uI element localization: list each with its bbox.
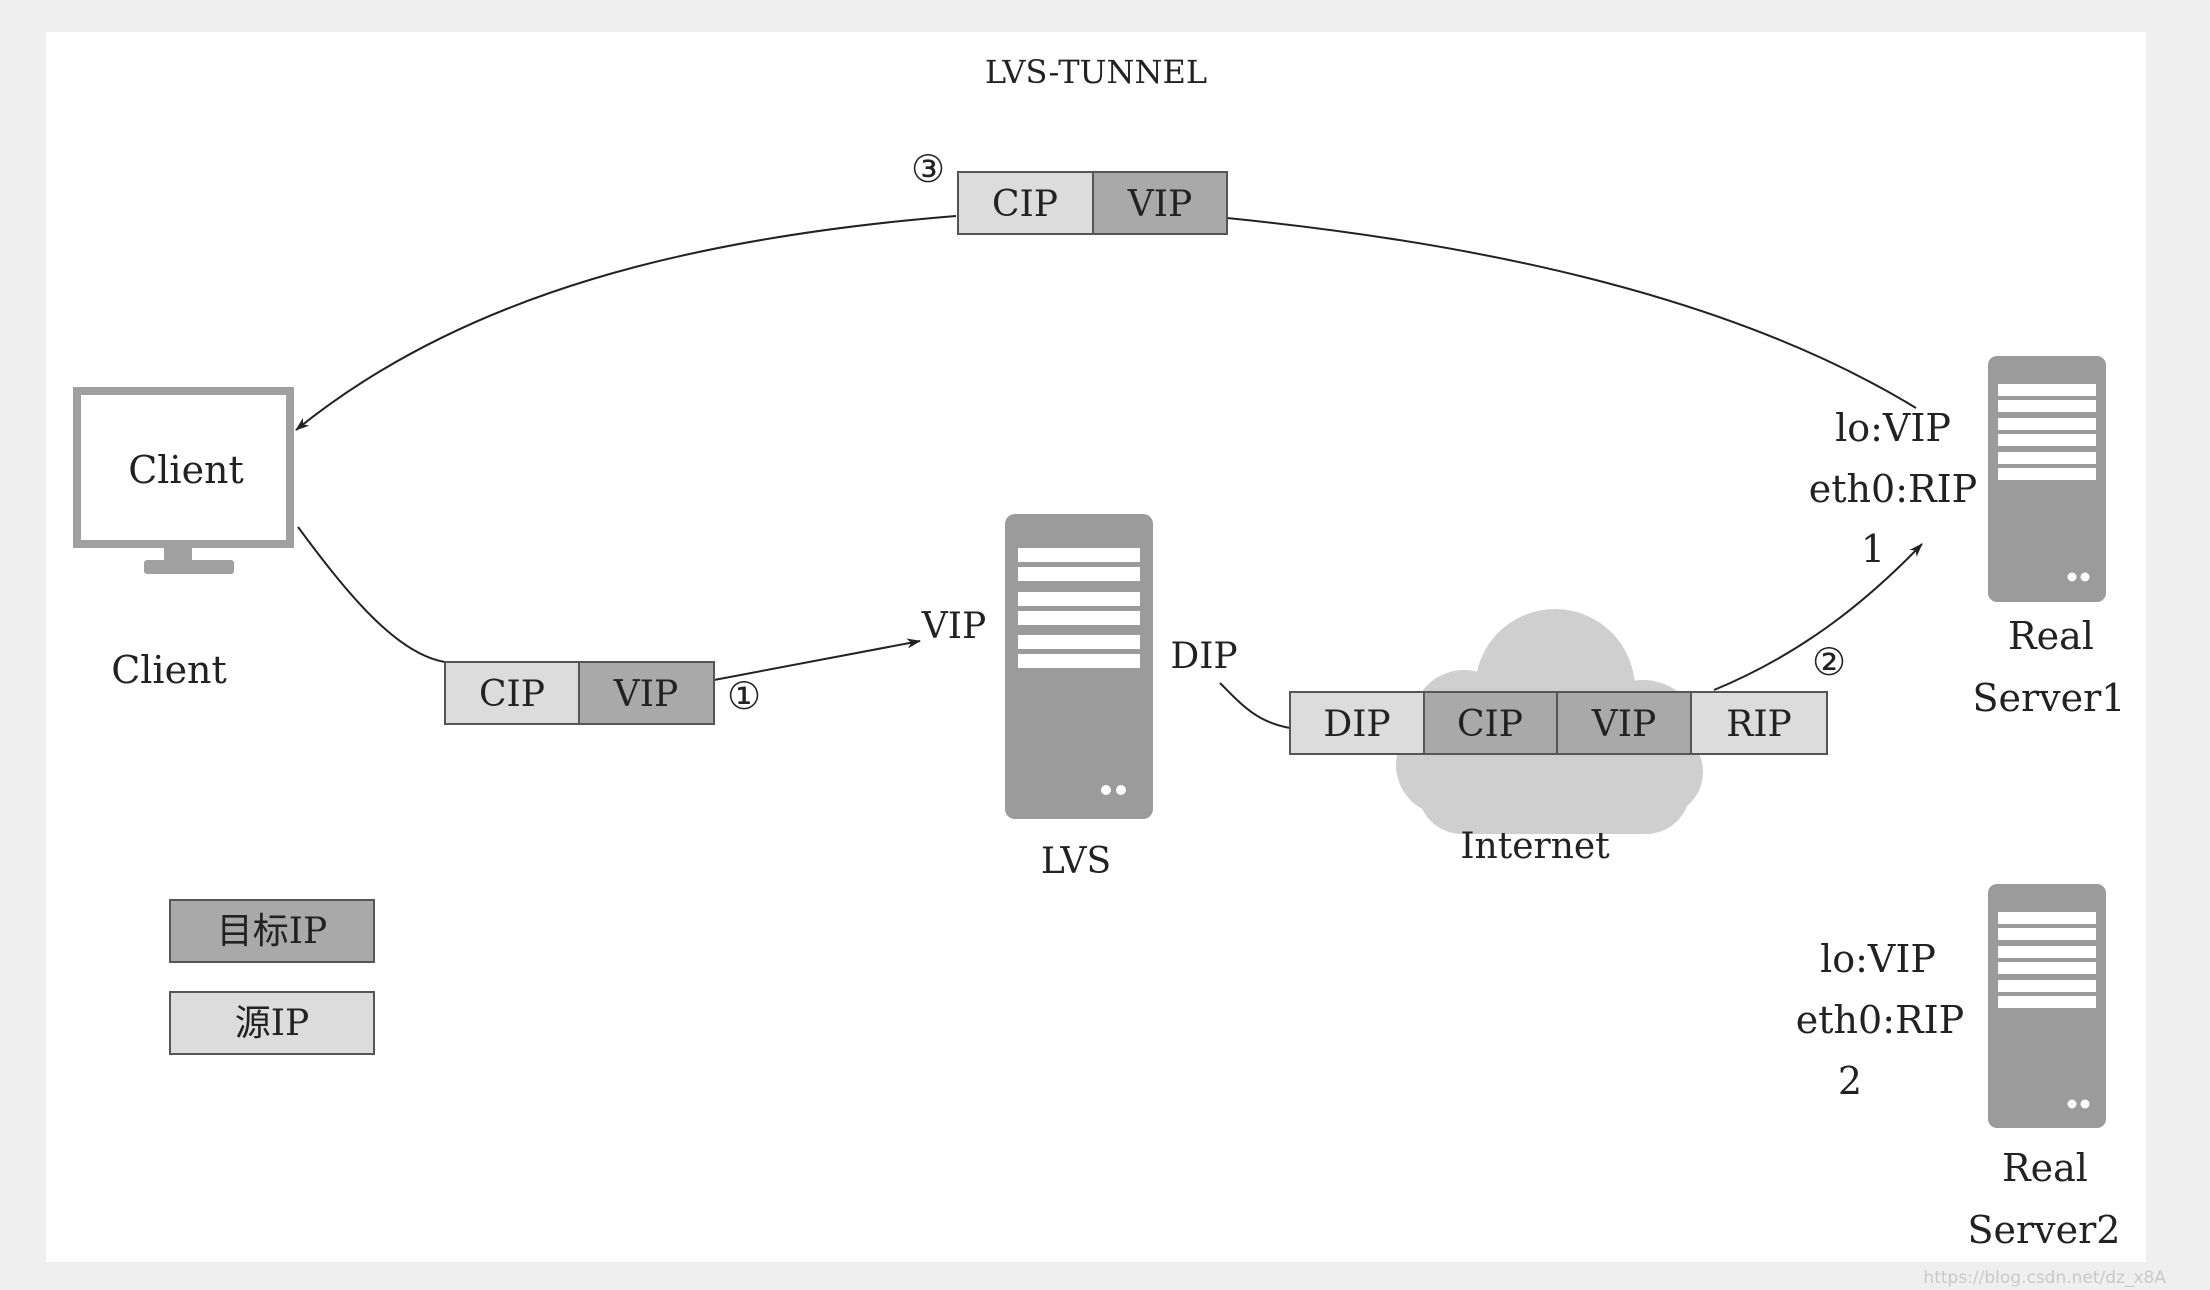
packet1-label-1: VIP — [613, 674, 678, 715]
server1-eth0-label: eth0:RIP — [1809, 467, 1977, 511]
packet1-label-0: CIP — [479, 674, 545, 715]
server2-caption-line2: Server2 — [1968, 1208, 2121, 1252]
packet-2: DIP CIP VIP RIP — [1289, 691, 1828, 755]
step3-marker: ③ — [911, 147, 945, 191]
packet2-field-source-rip — [1690, 691, 1828, 755]
return-arc-packet3-to-client — [295, 215, 957, 431]
packet2-label-2: VIP — [1591, 704, 1656, 745]
server1-lo-label: lo:VIP — [1835, 406, 1951, 450]
packet2-label-3: RIP — [1726, 704, 1792, 745]
packet3-label-0: CIP — [992, 184, 1058, 225]
internet-caption: Internet — [1460, 826, 1610, 867]
lvs-dip-to-packet2-line — [1219, 682, 1291, 729]
step2-marker: ② — [1812, 640, 1846, 684]
client-caption: Client — [111, 648, 227, 692]
packet-3: CIP VIP — [957, 171, 1228, 235]
packet1-field-source — [444, 661, 580, 725]
packet2-to-server1-arrow — [1713, 543, 1923, 691]
lvs-dip-label: DIP — [1170, 636, 1237, 677]
packet3-field-target — [1092, 171, 1228, 235]
packet3-field-source — [957, 171, 1094, 235]
return-arc-server-to-packet3 — [1226, 217, 1917, 409]
real-server-1-icon — [1988, 356, 2106, 602]
legend-target-label: 目标IP — [217, 911, 327, 952]
packet2-label-1: CIP — [1457, 704, 1523, 745]
packet1-to-lvs-arrow — [713, 638, 921, 681]
server1-caption-line2: Server1 — [1973, 676, 2126, 720]
client-to-packet1-line — [297, 526, 446, 663]
server2-lo-label: lo:VIP — [1820, 937, 1936, 981]
client-monitor-icon — [73, 387, 294, 574]
legend-source-swatch — [169, 991, 375, 1055]
server1-index: 1 — [1861, 527, 1885, 571]
lvs-caption: LVS — [1041, 841, 1111, 882]
legend-source-label: 源IP — [235, 1003, 309, 1044]
diagram-title: LVS-TUNNEL — [985, 53, 1207, 91]
real-server-2-icon — [1988, 884, 2106, 1128]
packet2-field-target-vip — [1556, 691, 1692, 755]
packet3-label-1: VIP — [1127, 184, 1192, 225]
packet1-field-target — [578, 661, 715, 725]
lvs-server-icon — [1005, 514, 1153, 819]
step1-marker: ① — [727, 674, 761, 718]
server2-eth0-label: eth0:RIP — [1796, 998, 1964, 1042]
packet-1: CIP VIP — [444, 661, 715, 725]
server1-caption-line1: Real — [2008, 614, 2094, 658]
server2-index: 2 — [1838, 1059, 1862, 1103]
legend: 目标IP 源IP — [169, 899, 375, 1055]
lvs-vip-label: VIP — [921, 606, 986, 647]
packet2-label-0: DIP — [1323, 704, 1390, 745]
server2-caption-line1: Real — [2002, 1146, 2088, 1190]
diagram-canvas: LVS-TUNNEL Client Client CIP VIP ① VIP D… — [46, 32, 2146, 1262]
legend-target-swatch — [169, 899, 375, 963]
client-screen-label: Client — [128, 448, 244, 492]
watermark: https://blog.csdn.net/dz_x8A — [1923, 1268, 2166, 1288]
